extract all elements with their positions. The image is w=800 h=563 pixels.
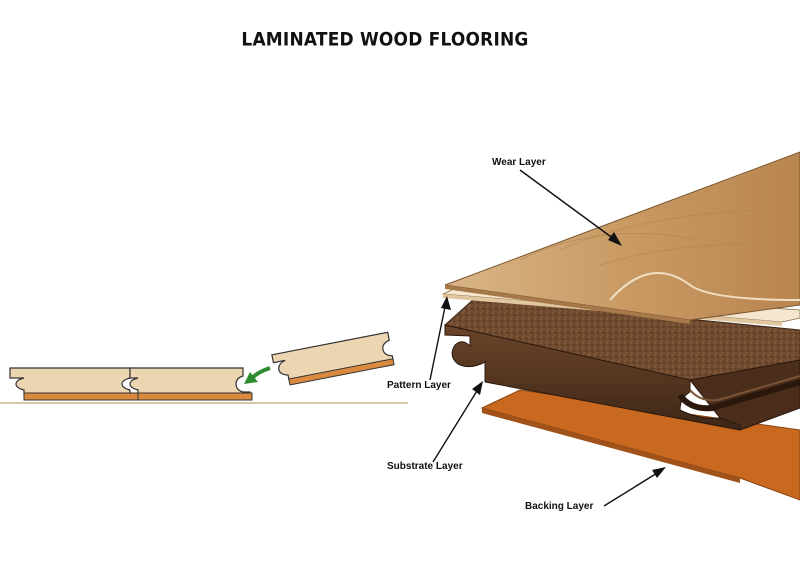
backing-layer-arrow bbox=[603, 467, 666, 507]
install-direction-arrow bbox=[244, 366, 271, 384]
pattern-layer-arrow bbox=[429, 296, 451, 381]
backing-layer-label: Backing Layer bbox=[525, 501, 594, 512]
wear-layer-shape bbox=[444, 151, 800, 324]
wear-layer-arrow bbox=[519, 169, 622, 246]
installed-board-left bbox=[9, 367, 139, 401]
wear-layer-label: Wear Layer bbox=[492, 157, 546, 168]
diagram-title: LAMINATED WOOD FLOORING bbox=[241, 28, 529, 52]
tilted-board bbox=[271, 331, 395, 386]
substrate-layer-label: Substrate Layer bbox=[387, 461, 463, 472]
pattern-layer-label: Pattern Layer bbox=[387, 380, 451, 391]
substrate-layer-arrow bbox=[432, 381, 483, 463]
backing-layer-shape bbox=[480, 389, 800, 501]
installed-board-middle bbox=[129, 367, 253, 401]
substrate-layer-shape bbox=[443, 297, 800, 431]
